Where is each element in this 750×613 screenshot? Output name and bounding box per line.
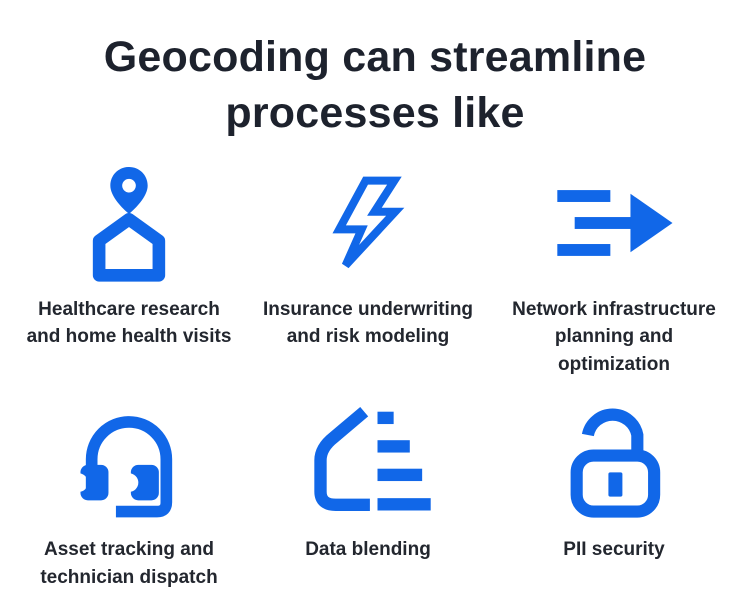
process-item-pii-security: PII security <box>488 402 740 591</box>
process-label-data-blending: Data blending <box>305 539 431 561</box>
process-item-data-blending: Data blending <box>248 402 488 591</box>
location-home-icon <box>73 162 185 284</box>
process-item-healthcare: Healthcare research and home health visi… <box>10 162 248 379</box>
process-grid: Healthcare research and home health visi… <box>0 162 750 592</box>
lightning-bolt-icon <box>320 162 416 284</box>
process-label-healthcare: Healthcare research and home health visi… <box>26 298 232 348</box>
process-label-insurance: Insurance underwriting and risk modeling <box>262 298 474 348</box>
arrows-right-icon <box>550 162 678 284</box>
process-item-asset-tracking: Asset tracking and technician dispatch <box>10 402 248 591</box>
process-item-insurance: Insurance underwriting and risk modeling <box>248 162 488 379</box>
document-bars-icon <box>305 402 431 524</box>
process-label-pii-security: PII security <box>563 539 665 561</box>
headset-icon <box>73 402 185 524</box>
page-title: Geocoding can streamline processes like <box>103 33 647 137</box>
process-label-network: Network infrastructure planning and opti… <box>512 298 716 375</box>
process-item-network: Network infrastructure planning and opti… <box>488 162 740 379</box>
process-label-asset-tracking: Asset tracking and technician dispatch <box>40 539 218 588</box>
unlocked-padlock-icon <box>558 402 670 524</box>
